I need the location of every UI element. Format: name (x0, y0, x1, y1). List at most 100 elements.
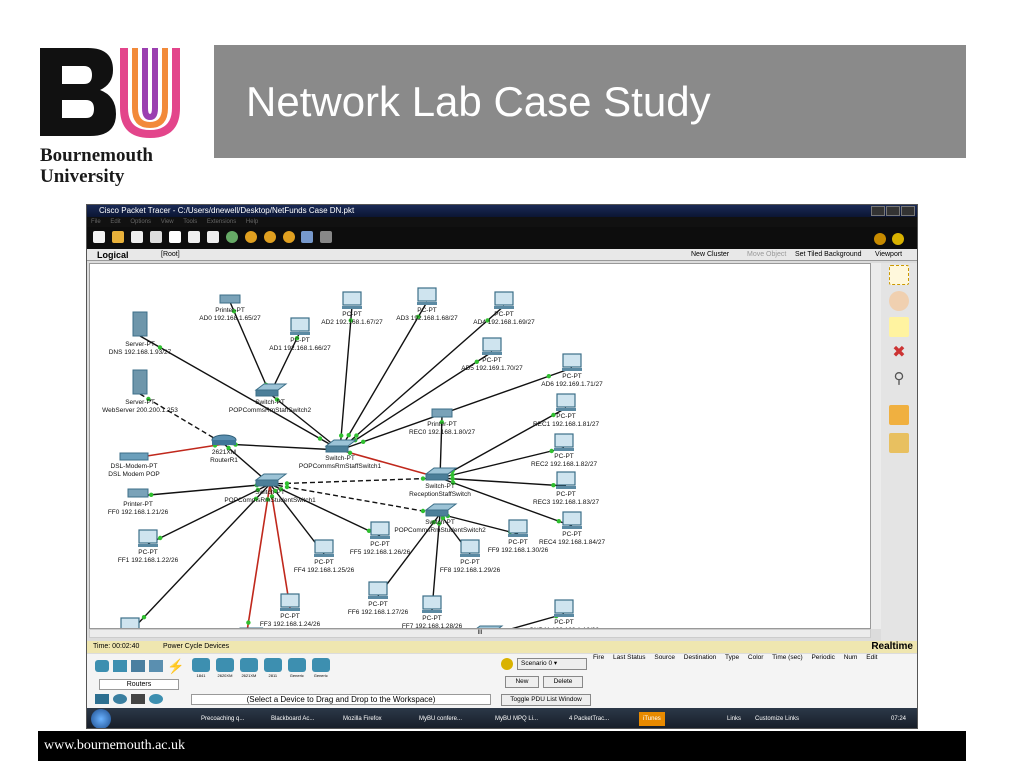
scenario-select[interactable]: Scenario 0 ▾ (517, 658, 587, 670)
custom-device-icon[interactable] (320, 231, 333, 243)
link-ad3-sw1[interactable] (339, 301, 428, 451)
taskbar-item[interactable]: iTunes (639, 712, 665, 726)
link-stu1-ff1[interactable] (147, 483, 271, 545)
multiuser-category-icon[interactable] (149, 694, 163, 704)
menu-help[interactable]: Help (245, 219, 259, 225)
taskbar-item[interactable]: MyBU confere... (419, 716, 463, 722)
logical-tab[interactable]: Logical (97, 250, 129, 260)
taskbar-item[interactable]: Mozilla Firefox (343, 716, 382, 722)
customize-links[interactable]: Customize Links (755, 716, 800, 722)
link-ad0-sw2[interactable] (229, 301, 271, 395)
simple-pdu-icon[interactable] (889, 405, 909, 425)
menu-extensions[interactable]: Extensions (206, 219, 237, 225)
link-web-router[interactable] (139, 393, 225, 445)
palette-icon[interactable] (301, 231, 314, 243)
model-2811[interactable]: 2811 (263, 658, 283, 682)
zoom-out-icon[interactable] (282, 231, 295, 243)
router-category-icon[interactable] (95, 660, 109, 672)
move-object-button[interactable]: Move Object (747, 251, 787, 258)
menu-file[interactable]: File (91, 219, 101, 225)
link-sw1-recsw[interactable] (339, 449, 441, 479)
end-devices-category-icon[interactable] (95, 694, 109, 704)
copy-icon[interactable] (187, 231, 200, 243)
model-generic-2[interactable]: Generic (311, 658, 331, 682)
menu-options[interactable]: Options (130, 219, 152, 225)
link-recsw-rec3[interactable] (439, 477, 567, 487)
complex-pdu-icon[interactable] (889, 433, 909, 453)
vertical-scrollbar[interactable] (871, 263, 881, 629)
model-generic-1[interactable]: Generic (287, 658, 307, 682)
link-stu1-recsw[interactable] (269, 477, 441, 485)
link-stu1-stu2[interactable] (269, 483, 441, 515)
new-file-icon[interactable] (93, 231, 105, 243)
link-recsw-rec1[interactable] (439, 407, 567, 479)
inspect-tool-icon[interactable]: ⚲ (893, 370, 905, 387)
save-icon[interactable] (130, 231, 143, 243)
taskbar-item[interactable]: MyBU MPQ Li... (495, 716, 539, 722)
device-gnd2sw[interactable]: Switch-PTGndStudentSwitch2 (457, 625, 515, 656)
link-router-sw1[interactable] (223, 443, 341, 451)
menu-tools[interactable]: Tools (183, 219, 198, 225)
activity-wizard-icon[interactable] (168, 231, 181, 243)
link-stu2-ff7[interactable] (431, 513, 441, 611)
device-gnd11[interactable]: PC-PTGND11 192.168.1.12/26 (529, 599, 599, 634)
device-ff2[interactable]: PC-PTFF2 192.168.1.23/26 (100, 617, 161, 652)
menu-edit[interactable]: Edit (110, 219, 121, 225)
open-folder-icon[interactable] (111, 231, 124, 243)
power-cycle-button[interactable]: Power Cycle Devices (163, 643, 230, 650)
root-breadcrumb[interactable]: [Root] (161, 251, 180, 258)
link-ad4-sw1[interactable] (339, 305, 505, 451)
undo-icon[interactable] (225, 231, 238, 243)
switch-category-icon[interactable] (113, 660, 127, 672)
wireless-category-icon[interactable] (149, 660, 163, 672)
maximize-button[interactable] (886, 206, 900, 216)
link-stu1-ff2[interactable] (129, 483, 271, 633)
taskbar-item[interactable]: Blackboard Ac... (271, 716, 315, 722)
new-cluster-button[interactable]: New Cluster (691, 251, 730, 258)
link-recsw-rec4[interactable] (439, 477, 573, 527)
hub-category-icon[interactable] (131, 660, 145, 672)
delete-scenario-button[interactable]: Delete (543, 676, 583, 688)
hand-tool-icon[interactable] (889, 291, 909, 311)
info-icon[interactable] (874, 233, 886, 245)
wan-category-icon[interactable] (113, 694, 127, 704)
link-ad2-sw1[interactable] (339, 305, 353, 451)
link-dsl-router[interactable] (133, 443, 225, 459)
links-toolbar[interactable]: Links (727, 716, 742, 722)
viewport-button[interactable]: Viewport (875, 251, 903, 258)
connections-category-icon[interactable]: ⚡ (167, 658, 185, 674)
model-1841[interactable]: 1841 (191, 658, 211, 682)
delete-tool-icon[interactable]: ✖ (892, 344, 906, 361)
help-icon[interactable] (892, 233, 904, 245)
zoom-in-icon[interactable] (244, 231, 257, 243)
select-tool-icon[interactable] (889, 265, 909, 285)
model-2620xm[interactable]: 2620XM (215, 658, 235, 682)
toggle-pdu-list-button[interactable]: Toggle PDU List Window (501, 694, 591, 706)
